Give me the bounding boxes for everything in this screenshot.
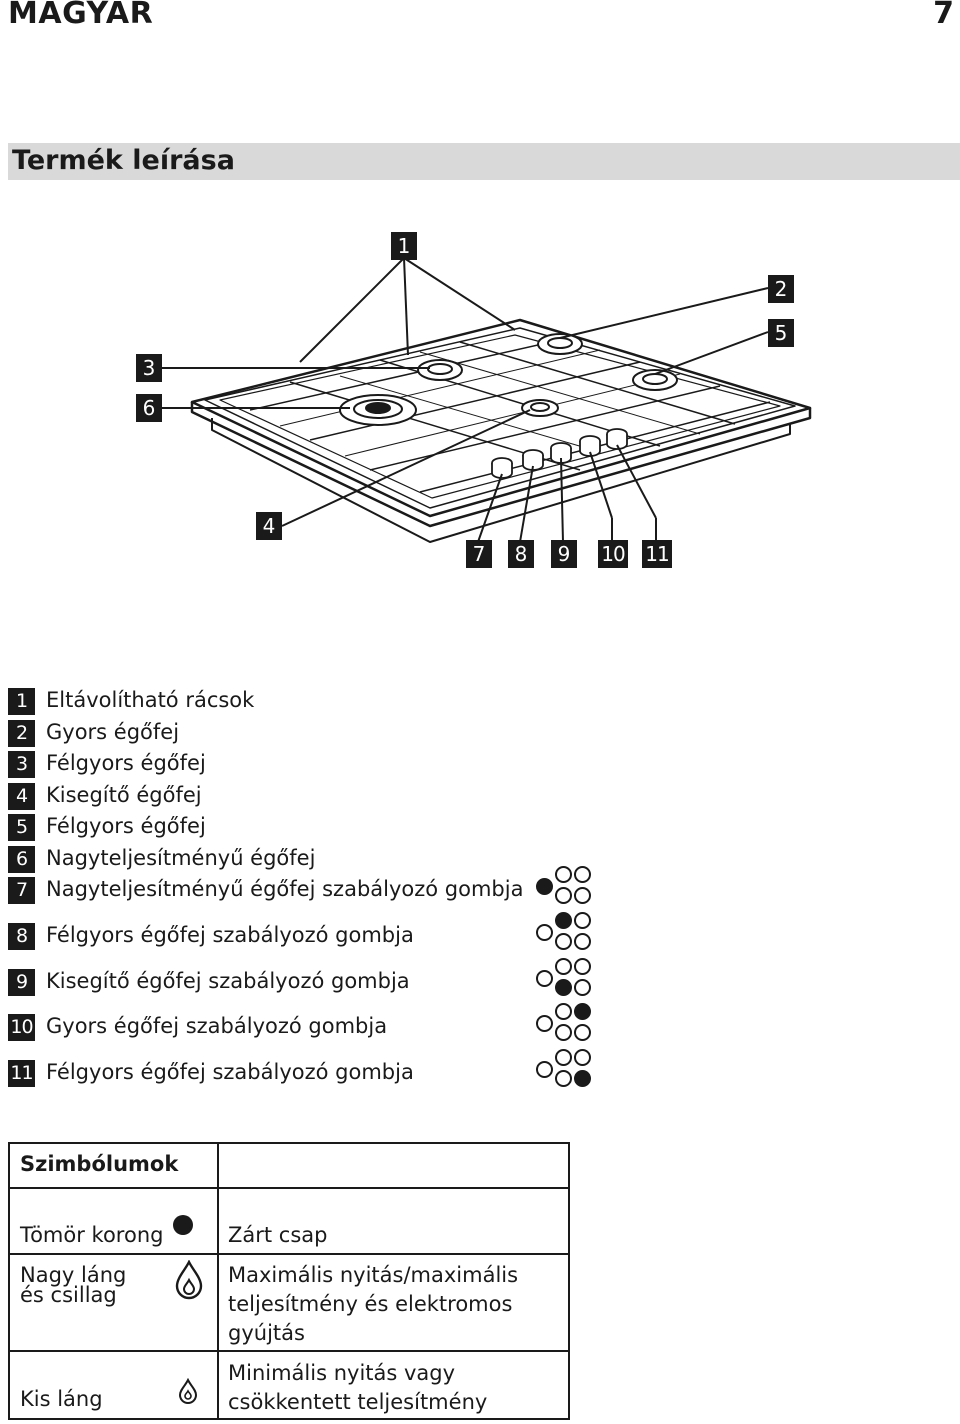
callout-11: 11 — [642, 540, 672, 568]
symbol-name: és csillag — [20, 1283, 117, 1307]
symbol-meaning: Zárt csap — [228, 1223, 328, 1247]
item-label: Félgyors égőfej — [46, 751, 206, 775]
large-flame-icon — [175, 1260, 203, 1300]
small-flame-icon — [178, 1378, 198, 1404]
table-divider — [10, 1187, 568, 1189]
symbol-meaning: Maximális nyitás/maximális — [228, 1263, 519, 1287]
symbol-name: Kis láng — [20, 1387, 103, 1411]
cooktop-diagram: 1 2 5 3 6 4 7 8 9 10 11 — [0, 190, 960, 590]
callout-1: 1 — [391, 232, 417, 260]
item-number: 7 — [8, 877, 35, 904]
item-number: 6 — [8, 846, 35, 873]
page-number: 7 — [933, 0, 954, 31]
table-divider — [10, 1350, 568, 1352]
list-item: 8 Félgyors égőfej szabályozó gombja — [8, 912, 608, 951]
item-label: Kisegítő égőfej szabályozó gombja — [46, 969, 410, 993]
callout-4: 4 — [256, 512, 282, 540]
callout-9: 9 — [551, 540, 577, 568]
knob-position-icon — [536, 1003, 592, 1045]
symbol-meaning: csökkentett teljesítmény — [228, 1390, 488, 1414]
item-number: 1 — [8, 688, 35, 715]
symbols-table: Szimbólumok Tömör korong Zárt csap Nagy … — [8, 1142, 570, 1420]
item-label: Kisegítő égőfej — [46, 783, 202, 807]
item-label: Gyors égőfej — [46, 720, 180, 744]
callout-5: 5 — [768, 319, 794, 347]
table-divider — [217, 1144, 219, 1418]
item-label: Nagyteljesítményű égőfej szabályozó gomb… — [46, 877, 524, 901]
item-number: 11 — [8, 1060, 35, 1087]
section-title: Termék leírása — [12, 145, 235, 176]
callout-7: 7 — [466, 540, 492, 568]
list-item: 2 Gyors égőfej — [8, 718, 608, 748]
item-number: 8 — [8, 923, 35, 950]
list-item: 1 Eltávolítható rácsok — [8, 686, 608, 716]
callout-6: 6 — [136, 394, 162, 422]
table-divider — [10, 1253, 568, 1255]
item-number: 10 — [8, 1014, 35, 1041]
knob-position-icon — [536, 1049, 592, 1091]
symbol-name: Tömör korong — [20, 1223, 164, 1247]
callout-10: 10 — [598, 540, 628, 568]
symbol-name: Nagy láng — [20, 1263, 127, 1287]
callout-3: 3 — [136, 354, 162, 382]
item-label: Félgyors égőfej szabályozó gombja — [46, 1060, 414, 1084]
table-header: Szimbólumok — [20, 1152, 179, 1176]
knob-position-icon — [536, 958, 592, 1000]
solid-disc-icon — [173, 1215, 193, 1235]
list-item: 6 Nagyteljesítményű égőfej — [8, 844, 608, 874]
knob-position-icon — [536, 866, 592, 908]
item-number: 3 — [8, 751, 35, 778]
item-number: 9 — [8, 969, 35, 996]
callout-8: 8 — [508, 540, 534, 568]
item-label: Nagyteljesítményű égőfej — [46, 846, 316, 870]
callout-2: 2 — [768, 275, 794, 303]
document-language: MAGYAR — [8, 0, 154, 31]
cooktop-illustration — [162, 257, 812, 543]
list-item: 5 Félgyors égőfej — [8, 812, 608, 842]
knob-position-icon — [536, 912, 592, 954]
list-item: 3 Félgyors égőfej — [8, 749, 608, 779]
symbol-meaning: gyújtás — [228, 1321, 305, 1345]
symbol-meaning: Minimális nyitás vagy — [228, 1361, 456, 1385]
list-item: 4 Kisegítő égőfej — [8, 781, 608, 811]
item-number: 2 — [8, 720, 35, 747]
symbol-meaning: teljesítmény és elektromos — [228, 1292, 513, 1316]
list-item: 11 Félgyors égőfej szabályozó gombja — [8, 1049, 608, 1088]
item-number: 5 — [8, 814, 35, 841]
item-label: Eltávolítható rácsok — [46, 688, 255, 712]
item-label: Gyors égőfej szabályozó gombja — [46, 1014, 388, 1038]
list-item: 9 Kisegítő égőfej szabályozó gombja — [8, 958, 608, 997]
item-label: Félgyors égőfej szabályozó gombja — [46, 923, 414, 947]
item-number: 4 — [8, 783, 35, 810]
list-item: 7 Nagyteljesítményű égőfej szabályozó go… — [8, 866, 608, 905]
list-item: 10 Gyors égőfej szabályozó gombja — [8, 1003, 608, 1042]
item-label: Félgyors égőfej — [46, 814, 206, 838]
section-heading-bar: Termék leírása — [8, 143, 960, 180]
